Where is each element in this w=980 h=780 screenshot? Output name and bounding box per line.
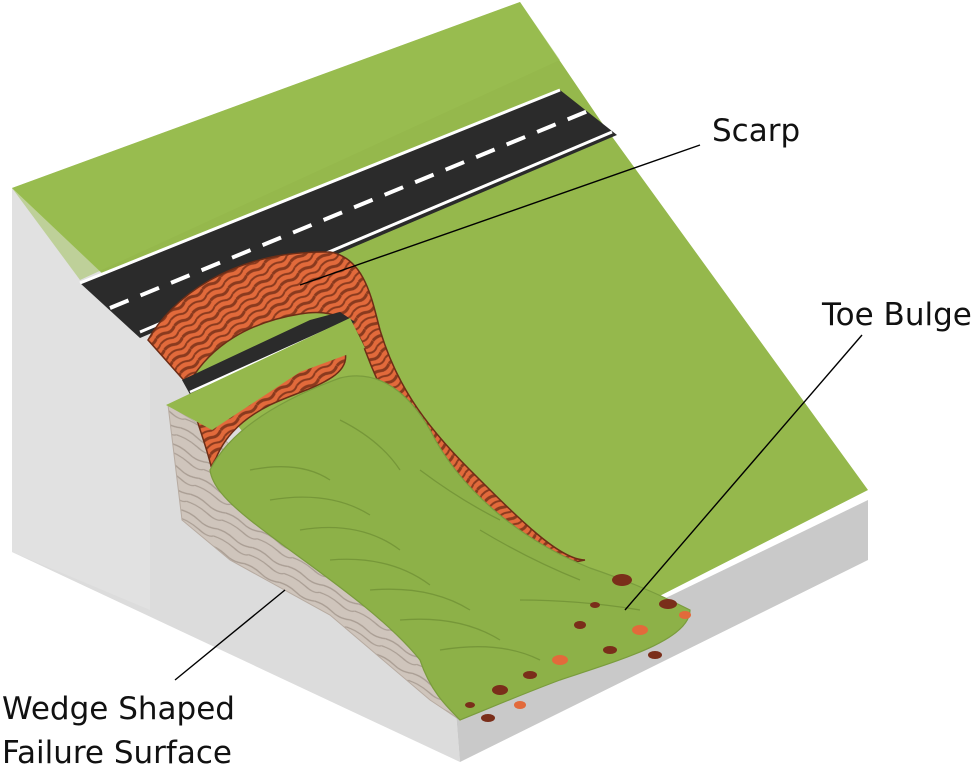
debris-rock [492, 685, 508, 695]
debris-rock [481, 714, 495, 722]
debris-rock [679, 611, 691, 619]
debris-rock [612, 574, 632, 586]
debris-rock [523, 671, 537, 679]
failure-surface-label-line2: Failure Surface [2, 734, 232, 772]
debris-rock [514, 701, 526, 709]
toe-bulge-label: Toe Bulge [822, 296, 972, 334]
debris-rock [574, 621, 586, 629]
debris-rock [465, 702, 475, 708]
debris-rock [603, 646, 617, 654]
failure-surface-label-line1: Wedge Shaped [2, 690, 235, 728]
debris-rock [590, 602, 600, 608]
debris-rock [659, 599, 677, 609]
debris-rock [632, 625, 648, 635]
debris-rock [552, 655, 568, 665]
debris-rock [648, 651, 662, 659]
scarp-label: Scarp [712, 112, 800, 150]
